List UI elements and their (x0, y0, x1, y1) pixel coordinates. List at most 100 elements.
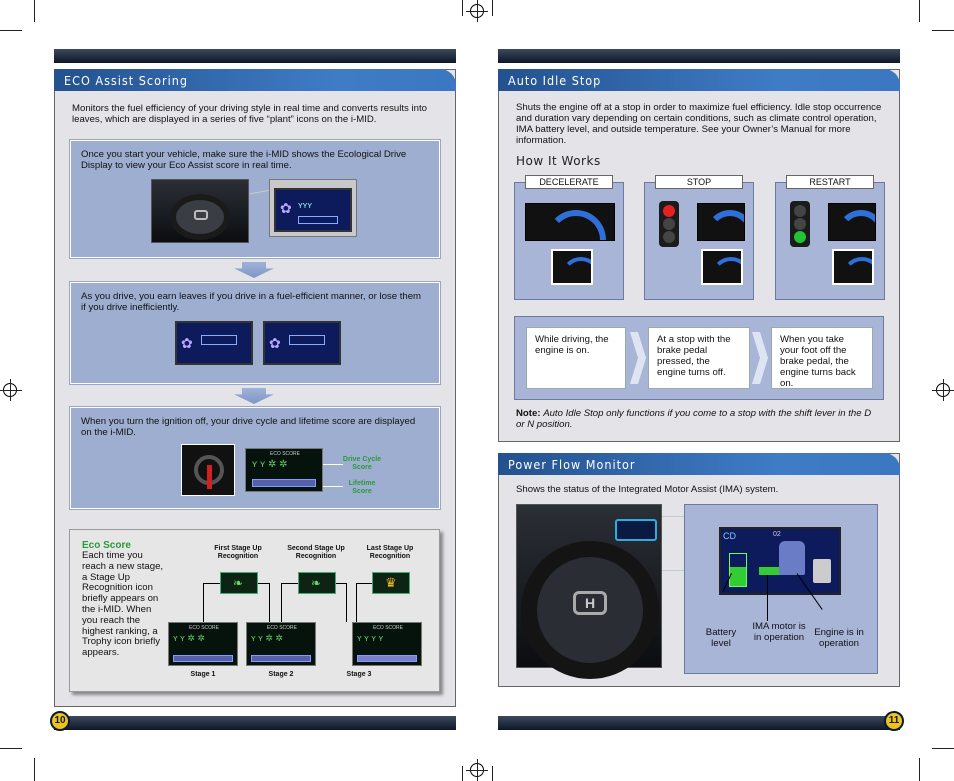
bottom-bar (54, 716, 456, 730)
gauge-zoom (832, 249, 874, 285)
auto-idle-heading: Auto Idle Stop (498, 69, 900, 91)
gauge-zoom (551, 249, 593, 285)
eco-step-box-2: As you drive, you earn leaves if you dri… (70, 282, 440, 384)
crop-mark (492, 766, 493, 781)
connector-line (203, 583, 220, 584)
leaves-icon: ʏ ʏ ✲ ✲ (252, 459, 288, 470)
note-label: Note: (516, 408, 541, 419)
stage-label-1: Stage 1 (190, 671, 216, 678)
eco-step-2-text: As you drive, you earn leaves if you dri… (81, 291, 422, 313)
stage-screen-header: ECO SCORE (372, 625, 403, 631)
imid-screen-gain: ✿ (175, 321, 253, 365)
lifetime-bar (252, 479, 316, 487)
stage-label-3: Stage 3 (346, 671, 372, 678)
zoom-line (662, 570, 684, 571)
imid-screen-lose: ✿ (263, 321, 341, 365)
connector-line (269, 583, 270, 622)
bottom-bar (498, 716, 900, 730)
trophy-icon: ♛ (372, 572, 410, 594)
plant-icon: ✿ (280, 200, 292, 216)
connector-line (258, 583, 270, 584)
steering-wheel-photo: H (516, 504, 662, 679)
stage-screen-header: ECO SCORE (266, 625, 297, 631)
stage-1-screen: ECO SCORE ʏ ʏ ✲ ✲ (168, 622, 238, 666)
connector-line (356, 583, 372, 584)
stage-3-screen: ECO SCORE ʏ ʏ ʏ ʏ (352, 622, 422, 666)
crop-mark (919, 0, 920, 22)
crop-mark (462, 766, 463, 781)
connector-line (336, 583, 346, 584)
stage-2-screen: ECO SCORE ʏ ʏ ✲ ✲ (246, 622, 316, 666)
gauge-cluster (525, 203, 615, 241)
connector-line (346, 583, 347, 622)
leaves-icon: ʏʏʏ (298, 200, 313, 210)
top-bar (498, 49, 900, 63)
ignition-photo (181, 444, 235, 496)
phase-label-decelerate: DECELERATE (525, 175, 613, 189)
score-bar (298, 216, 338, 224)
callout-line (767, 575, 768, 621)
power-flow-heading: Power Flow Monitor (498, 453, 900, 475)
plant-icon: ✿ (269, 335, 281, 351)
stage-up-icon-1: ❧ (220, 572, 258, 594)
crop-mark (919, 758, 920, 781)
traffic-light-green-icon (790, 201, 810, 247)
phase-card-stop: STOP (644, 175, 754, 300)
eco-step-box-3: When you turn the ignition off, your dri… (70, 407, 440, 509)
zoom-line (662, 516, 684, 517)
crop-mark (477, 759, 478, 781)
note-text: Auto Idle Stop only functions if you com… (516, 408, 872, 430)
plant-icon: ✿ (181, 335, 193, 351)
power-flow-screen: CD 02 (719, 527, 841, 595)
recognition-label-2: Second Stage Up Recognition (287, 545, 345, 560)
crop-mark (932, 748, 954, 749)
eco-score-box: Eco Score Each time you reach a new stag… (69, 529, 440, 692)
connector-line (281, 583, 298, 584)
score-bar (201, 335, 237, 345)
eco-score-text: Each time you reach a new stage, a Stage… (82, 550, 164, 659)
step-1-box: While driving, the engine is on. (526, 327, 626, 389)
eco-step-1-text: Once you start your vehicle, make sure t… (81, 149, 407, 171)
callout-engine: Engine is in operation (814, 627, 864, 649)
traffic-light-red-icon (659, 201, 679, 247)
recognition-label-1: First Stage Up Recognition (214, 545, 262, 560)
power-flow-callout-box: CD 02 Battery level IMA motor is in oper… (684, 504, 878, 674)
eco-intro-text: Monitors the fuel efficiency of your dri… (72, 103, 427, 125)
crop-mark (943, 379, 944, 401)
crop-mark (0, 748, 22, 749)
page-number-right: 11 (884, 711, 904, 731)
crop-mark (492, 0, 493, 16)
crop-mark (0, 390, 22, 391)
connector-line (281, 583, 282, 622)
callout-ima-motor: IMA motor is in operation (752, 621, 806, 643)
step-3-box: When you take your foot off the brake pe… (771, 327, 873, 389)
screen-track-label: 02 (773, 531, 781, 538)
callout-battery-level: Battery level (705, 627, 737, 649)
page-number-left: 10 (50, 711, 70, 731)
gauge-zoom (701, 249, 743, 285)
connector-line (356, 583, 357, 622)
stage-screen-header: ECO SCORE (188, 625, 219, 631)
crop-mark (932, 30, 954, 31)
crop-mark (462, 0, 463, 16)
gauge-cluster (697, 203, 745, 241)
phase-card-decelerate: DECELERATE (514, 175, 624, 300)
eco-score-title: Eco Score (82, 540, 131, 551)
eco-score-screen: ECO SCORE ʏ ʏ ✲ ✲ (245, 448, 323, 492)
step-2-box: At a stop with the brake pedal pressed, … (648, 327, 750, 389)
top-bar (54, 49, 456, 63)
lifetime-label: Lifetime Score (348, 480, 376, 495)
stage-up-icon-2: ❧ (298, 572, 336, 594)
imid-screen: ✿ ʏʏʏ (274, 188, 352, 232)
phase-label-stop: STOP (655, 175, 743, 189)
phase-card-restart: RESTART (775, 175, 885, 300)
fuel-pump-icon (813, 559, 831, 583)
crop-mark (34, 0, 35, 22)
motor-flow-icon (759, 567, 797, 575)
drive-cycle-label: Drive Cycle Score (342, 456, 382, 471)
chevron-right-icon (630, 332, 646, 384)
crop-mark (477, 0, 478, 22)
car-icon (779, 541, 805, 575)
eco-assist-heading: ECO Assist Scoring (54, 69, 456, 91)
phase-label-restart: RESTART (786, 175, 874, 189)
